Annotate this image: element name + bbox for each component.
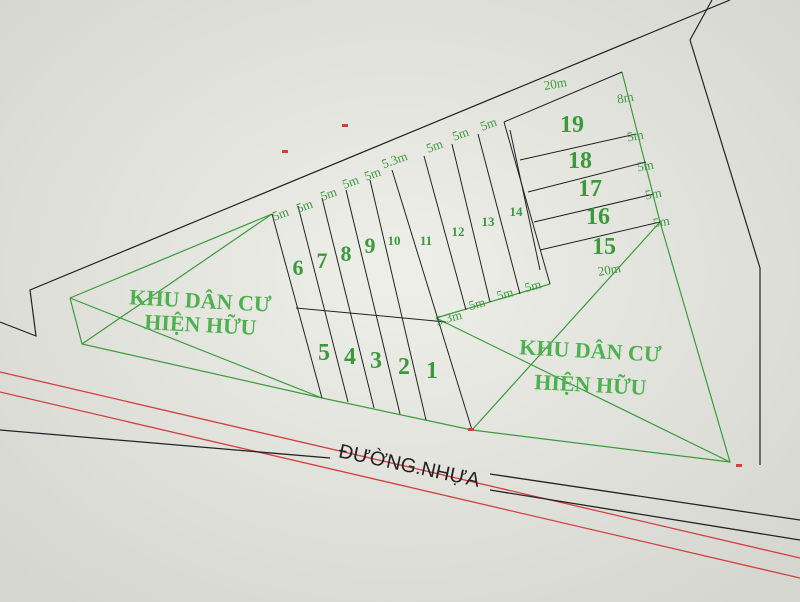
dimension-top-4: 5m (340, 172, 361, 192)
dimension-misc-4: 5m (495, 284, 515, 303)
upper-boundary (0, 0, 731, 337)
survey-markers (282, 124, 742, 467)
lot-number-14: 14 (510, 204, 524, 219)
lot-number-5: 5 (318, 340, 330, 366)
road-line-black-3 (489, 489, 800, 541)
dimension-top-5: 5m (362, 164, 383, 184)
road-line-black-2 (489, 473, 800, 521)
dimension-top-3: 5m (318, 184, 339, 204)
marker-4 (736, 464, 742, 467)
lot-number-2: 2 (398, 354, 410, 380)
boundary-lines (0, 0, 761, 465)
lot-number-12: 12 (452, 224, 465, 239)
dimension-right-3: 5m (636, 157, 655, 175)
road-lines (0, 371, 800, 579)
lot-number-13: 13 (482, 214, 496, 229)
dimension-right-1: 8m (616, 89, 635, 107)
marker-3 (468, 428, 474, 431)
lot-number-7: 7 (317, 248, 328, 273)
dimension-right-2: 5m (626, 127, 645, 145)
lot-number-11: 11 (420, 233, 432, 248)
marker-2 (342, 124, 348, 127)
marker-1 (282, 150, 288, 153)
dimension-top-2: 5m (294, 196, 315, 216)
road-line-red-1 (0, 371, 800, 559)
zone-label-line2: HIỆN HỮU (534, 369, 648, 400)
lot-number-16: 16 (586, 204, 610, 230)
road-line-black-1 (0, 429, 331, 459)
lot-number-4: 4 (344, 344, 356, 370)
lot-dividers (271, 71, 661, 431)
road-line-red-2 (0, 391, 800, 579)
dimension-misc-2: 20m (597, 260, 622, 279)
lot-number-19: 19 (560, 112, 584, 138)
dimension-misc-6: 5.3m (434, 307, 463, 328)
dimension-top-7: 5m (424, 136, 445, 156)
dimension-top-1: 5m (270, 204, 291, 224)
lot-number-8: 8 (341, 241, 352, 266)
lot-number-9: 9 (365, 233, 376, 258)
dimension-misc-3: 5m (467, 294, 487, 313)
top-right-boundary (689, 0, 713, 41)
dimension-misc-5: 5m (523, 276, 543, 295)
lot-number-6: 6 (293, 255, 304, 280)
lot-number-15: 15 (592, 234, 616, 260)
dimension-right-4: 5m (644, 185, 663, 203)
right-boundary (689, 39, 761, 465)
zone-label-line2: HIỆN HỮU (144, 309, 258, 340)
dimension-right-5: 5m (652, 213, 671, 231)
lot-number-10: 10 (388, 233, 401, 248)
lot-number-17: 17 (578, 176, 602, 202)
lot-number-18: 18 (568, 148, 592, 174)
dimension-top-9: 5m (478, 114, 499, 134)
lot-number-3: 3 (370, 348, 382, 374)
dimension-top-8: 5m (450, 124, 471, 144)
lot-number-1: 1 (426, 358, 438, 384)
dimension-misc-1: 20m (543, 74, 568, 93)
